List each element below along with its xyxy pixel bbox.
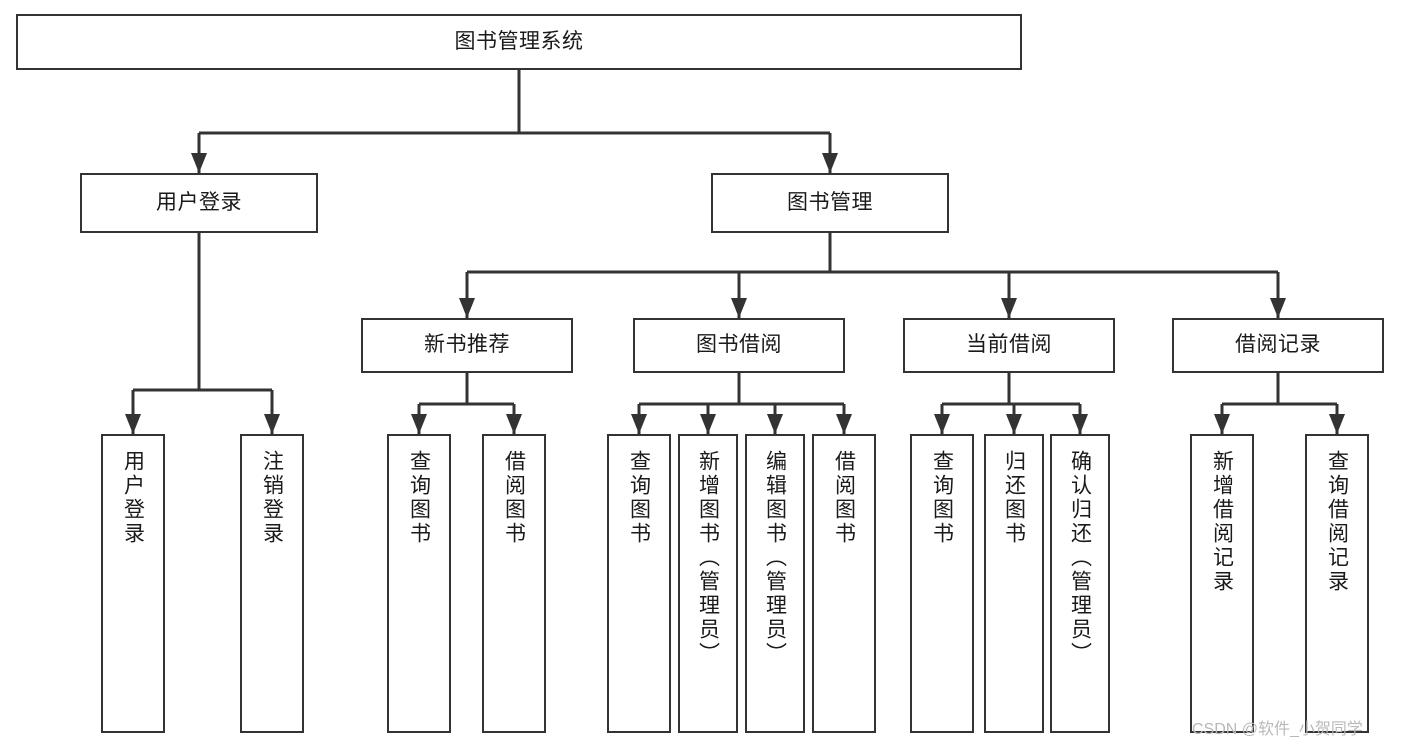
node-label: 查询借阅记录	[1325, 450, 1349, 594]
node-login[interactable]: 用户登录	[80, 173, 318, 233]
node-leaf-return-book[interactable]: 归还图书	[984, 434, 1044, 733]
edge-arrowhead	[1072, 414, 1088, 434]
edge-arrowhead	[1329, 414, 1345, 434]
node-label: 图书管理	[787, 190, 873, 214]
node-records[interactable]: 借阅记录	[1172, 318, 1384, 373]
edge-arrowhead	[1001, 298, 1017, 318]
node-leaf-borrow-book-1[interactable]: 借阅图书	[482, 434, 546, 733]
node-label: 图书借阅	[696, 333, 782, 357]
node-leaf-borrow-book-2[interactable]: 借阅图书	[812, 434, 876, 733]
node-leaf-logout[interactable]: 注销登录	[240, 434, 304, 733]
edge-arrowhead	[1214, 414, 1230, 434]
edge-arrowhead	[411, 414, 427, 434]
node-label: 图书管理系统	[454, 29, 584, 53]
edge-arrowhead	[631, 414, 647, 434]
edge-arrowhead	[191, 153, 207, 173]
node-label: 新增借阅记录	[1210, 450, 1234, 594]
node-label: 注销登录	[260, 450, 284, 546]
node-root[interactable]: 图书管理系统	[16, 14, 1022, 70]
node-label: 确认归还（管理员）	[1068, 450, 1092, 666]
node-label: 归还图书	[1002, 450, 1026, 546]
edge-arrowhead	[700, 414, 716, 434]
edge-arrowhead	[1006, 414, 1022, 434]
node-leaf-add-book[interactable]: 新增图书（管理员）	[678, 434, 738, 733]
node-leaf-query-book-2[interactable]: 查询图书	[607, 434, 671, 733]
edge-arrowhead	[767, 414, 783, 434]
node-leaf-edit-book[interactable]: 编辑图书（管理员）	[745, 434, 805, 733]
edge-arrowhead	[1270, 298, 1286, 318]
node-label: 借阅图书	[832, 450, 856, 546]
node-label: 查询图书	[627, 450, 651, 546]
edge-arrowhead	[459, 298, 475, 318]
edge-arrowhead	[506, 414, 522, 434]
node-label: 借阅图书	[502, 450, 526, 546]
node-bookmgmt[interactable]: 图书管理	[711, 173, 949, 233]
edge-arrowhead	[934, 414, 950, 434]
node-label: 新书推荐	[424, 333, 510, 357]
node-newbook[interactable]: 新书推荐	[361, 318, 573, 373]
edge-arrowhead	[264, 414, 280, 434]
edge-arrowhead	[822, 153, 838, 173]
node-label: 查询图书	[407, 450, 431, 546]
node-leaf-user-login[interactable]: 用户登录	[101, 434, 165, 733]
node-label: 编辑图书（管理员）	[763, 450, 787, 666]
node-current[interactable]: 当前借阅	[903, 318, 1115, 373]
node-borrow[interactable]: 图书借阅	[633, 318, 845, 373]
node-leaf-query-book-3[interactable]: 查询图书	[910, 434, 974, 733]
node-leaf-query-book-1[interactable]: 查询图书	[387, 434, 451, 733]
node-label: 用户登录	[121, 450, 145, 546]
node-label: 新增图书（管理员）	[696, 450, 720, 666]
node-label: 查询图书	[930, 450, 954, 546]
edge-arrowhead	[731, 298, 747, 318]
edge-arrowhead	[125, 414, 141, 434]
node-leaf-add-record[interactable]: 新增借阅记录	[1190, 434, 1254, 733]
node-leaf-query-record[interactable]: 查询借阅记录	[1305, 434, 1369, 733]
node-leaf-confirm-return[interactable]: 确认归还（管理员）	[1050, 434, 1110, 733]
node-label: 当前借阅	[966, 333, 1052, 357]
node-label: 用户登录	[156, 190, 242, 214]
node-label: 借阅记录	[1235, 333, 1321, 357]
edge-arrowhead	[836, 414, 852, 434]
